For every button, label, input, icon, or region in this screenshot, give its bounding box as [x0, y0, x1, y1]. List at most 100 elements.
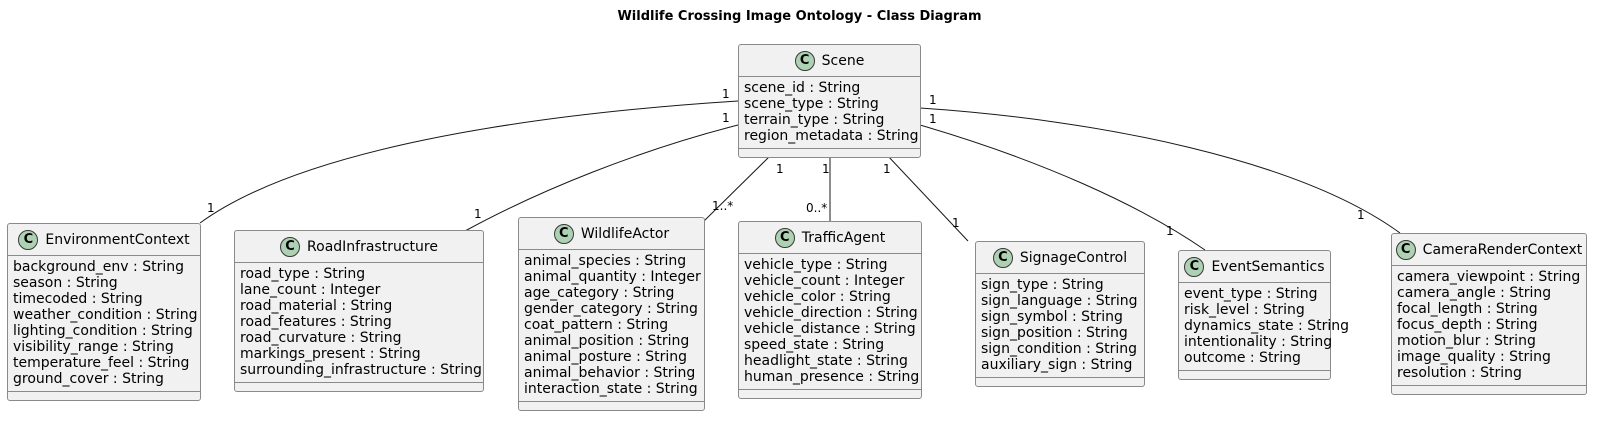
class-attribute: event_type : String — [1184, 286, 1318, 302]
mult-traffic: 0..* — [806, 201, 828, 215]
class-name: Scene — [821, 52, 865, 69]
diagram-title: Wildlife Crossing Image Ontology - Class… — [617, 9, 982, 24]
class-stereotype-icon: C — [1395, 239, 1416, 260]
class-attribute: lighting_condition : String — [13, 323, 193, 339]
class-attribute: weather_condition : String — [13, 307, 198, 323]
class-methods — [235, 383, 483, 391]
mult-signage: 1 — [952, 216, 960, 230]
class-stereotype-icon: C — [1184, 256, 1205, 277]
class-stereotype-icon: C — [280, 236, 301, 257]
class-methods — [1179, 371, 1330, 379]
class-name: RoadInfrastructure — [307, 238, 438, 255]
class-attribute: focus_depth : String — [1397, 317, 1538, 333]
class-methods — [519, 402, 704, 410]
class-attribute: lane_count : Integer — [240, 282, 381, 298]
class-attribute: camera_viewpoint : String — [1397, 269, 1581, 285]
class-attribute: vehicle_distance : String — [744, 321, 916, 337]
class-attribute: timecoded : String — [13, 291, 143, 307]
class-attribute: scene_type : String — [744, 96, 879, 112]
class-attribute: vehicle_color : String — [744, 289, 891, 305]
class-header: C EnvironmentContext — [8, 224, 200, 256]
class-attribute: road_curvature : String — [240, 330, 402, 346]
class-header: C SignageControl — [976, 242, 1144, 274]
association-scene-eventsemantics — [919, 124, 1206, 251]
class-attribute: sign_language : String — [981, 293, 1138, 309]
class-attribute: camera_angle : String — [1397, 285, 1552, 301]
mult-scene-wildlife: 1 — [776, 162, 784, 176]
class-environment-context[interactable]: C EnvironmentContext background_env : St… — [7, 223, 201, 401]
class-methods — [8, 392, 200, 400]
class-attribute: risk_level : String — [1184, 302, 1305, 318]
class-attribute: sign_position : String — [981, 325, 1128, 341]
class-attribute: sign_type : String — [981, 277, 1104, 293]
class-attribute: animal_species : String — [524, 253, 687, 269]
class-attribute: dynamics_state : String — [1184, 318, 1350, 334]
class-attribute: road_material : String — [240, 298, 393, 314]
association-scene-roadinfrastructure — [464, 124, 739, 232]
class-attribute: road_type : String — [240, 266, 366, 282]
class-attribute: image_quality : String — [1397, 349, 1551, 365]
mult-road: 1 — [474, 207, 482, 221]
association-scene-environmentcontext — [199, 100, 739, 224]
class-name: SignageControl — [1019, 249, 1128, 266]
mult-scene-traffic: 1 — [822, 162, 830, 176]
class-name: WildlifeActor — [580, 225, 670, 242]
class-attribute: interaction_state : String — [524, 381, 698, 397]
class-attribute: intentionality : String — [1184, 334, 1333, 350]
class-attribute: road_features : String — [240, 314, 392, 330]
class-name: CameraRenderContext — [1422, 241, 1583, 258]
class-attribute: auxiliary_sign : String — [981, 357, 1133, 373]
class-name: TrafficAgent — [801, 229, 886, 246]
class-attribute: animal_behavior : String — [524, 365, 696, 381]
mult-event: 1 — [1166, 224, 1174, 238]
class-methods — [1392, 386, 1586, 394]
mult-scene-road: 1 — [722, 111, 730, 125]
class-attribute: visibility_range : String — [13, 339, 174, 355]
class-attribute: age_category : String — [524, 285, 675, 301]
class-attribute: motion_blur : String — [1397, 333, 1536, 349]
class-attribute: season : String — [13, 275, 118, 291]
class-attribute: coat_pattern : String — [524, 317, 669, 333]
class-methods — [739, 390, 921, 398]
class-header: C CameraRenderContext — [1392, 234, 1586, 266]
class-name: EnvironmentContext — [45, 231, 190, 248]
class-attribute: region_metadata : String — [744, 128, 919, 144]
class-attribute: headlight_state : String — [744, 353, 908, 369]
class-stereotype-icon: C — [794, 50, 815, 71]
class-attribute: sign_condition : String — [981, 341, 1138, 357]
class-stereotype-icon: C — [553, 223, 574, 244]
class-methods — [739, 149, 920, 157]
mult-scene-event: 1 — [929, 112, 937, 126]
association-scene-camerarendercontext — [919, 107, 1401, 234]
class-attribute: resolution : String — [1397, 365, 1522, 381]
class-attribute: surrounding_infrastructure : String — [240, 362, 482, 378]
class-camera-render-context[interactable]: C CameraRenderContext camera_viewpoint :… — [1391, 233, 1587, 395]
mult-env: 1 — [207, 201, 215, 215]
class-attribute: animal_posture : String — [524, 349, 688, 365]
class-attribute: vehicle_count : Integer — [744, 273, 905, 289]
class-attribute: animal_quantity : Integer — [524, 269, 701, 285]
mult-scene-signage: 1 — [883, 162, 891, 176]
class-methods — [976, 378, 1144, 386]
mult-scene-camera: 1 — [929, 93, 937, 107]
class-header: C TrafficAgent — [739, 222, 921, 254]
class-attribute: human_presence : String — [744, 369, 920, 385]
class-stereotype-icon: C — [992, 247, 1013, 268]
class-attribute: scene_id : String — [744, 80, 861, 96]
class-attribute: sign_symbol : String — [981, 309, 1123, 325]
class-attribute: focal_length : String — [1397, 301, 1538, 317]
class-attribute: temperature_feel : String — [13, 355, 190, 371]
